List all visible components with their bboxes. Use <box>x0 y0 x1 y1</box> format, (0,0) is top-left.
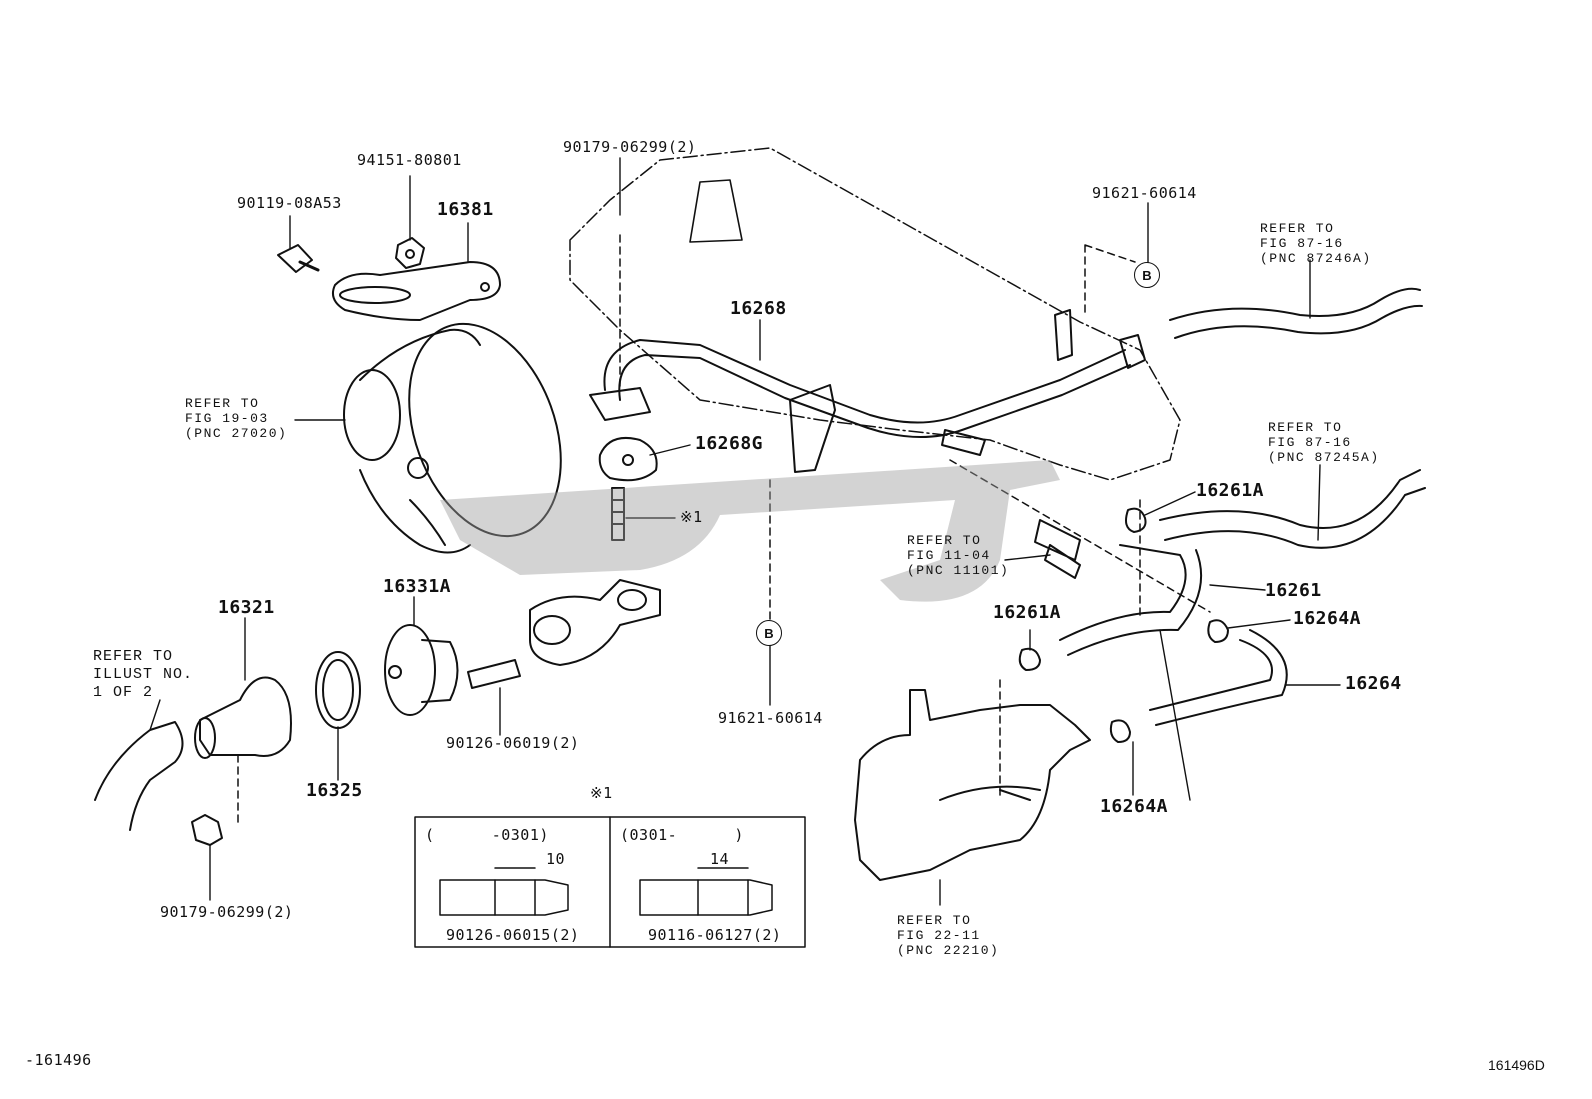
ref-fig-11-04: REFER TO FIG 11-04 (PNC 11101) <box>907 533 1010 578</box>
bolt-90119 <box>277 244 313 273</box>
label-90126-06019: 90126-06019(2) <box>446 734 580 752</box>
intake-post <box>689 179 743 243</box>
clamp-16261a-top <box>1125 507 1147 533</box>
gasket-16268g <box>598 436 658 482</box>
label-16325: 16325 <box>306 780 363 801</box>
nut-90179-bottom <box>191 814 223 846</box>
clamp-16261a-mid <box>1018 647 1041 671</box>
hose-87246a <box>1169 287 1423 339</box>
inset-left-dim: 10 <box>546 850 566 868</box>
label-91621-60614-top: 91621-60614 <box>1092 184 1197 202</box>
marker-b-mid: B <box>756 620 782 646</box>
label-90119-08a53: 90119-08A53 <box>237 194 342 212</box>
label-16331a: 16331A <box>383 576 452 597</box>
engine-outline <box>569 147 1181 481</box>
label-note-marker: ※1 <box>680 508 703 526</box>
inset-left-part: 90126-06015(2) <box>446 926 580 944</box>
inset-right-range: (0301- ) <box>620 826 744 844</box>
label-16264: 16264 <box>1345 673 1402 694</box>
label-91621-60614-mid: 91621-60614 <box>718 709 823 727</box>
outlet-16321 <box>194 676 292 759</box>
footer-left-code: -161496 <box>25 1051 92 1069</box>
hose-16264 <box>1149 629 1288 726</box>
thermostat-16331a <box>384 624 459 716</box>
pipe-stub <box>1034 519 1081 579</box>
throttle-body <box>854 689 1091 881</box>
hose-87245a <box>1159 469 1426 549</box>
inset-stud-left <box>439 867 569 916</box>
alternator-shape <box>343 322 562 554</box>
label-16264a-bottom: 16264A <box>1100 796 1169 817</box>
bracket-16381 <box>332 261 501 321</box>
label-16261: 16261 <box>1265 580 1322 601</box>
label-16268g: 16268G <box>695 433 764 454</box>
label-90179-06299-top: 90179-06299(2) <box>563 138 697 156</box>
watermark-logo <box>440 460 1060 602</box>
ref-fig-87-16-a: REFER TO FIG 87-16 (PNC 87246A) <box>1260 221 1372 266</box>
ref-fig-87-16-b: REFER TO FIG 87-16 (PNC 87245A) <box>1268 420 1380 465</box>
label-16268: 16268 <box>730 298 787 319</box>
hose-left <box>94 721 184 831</box>
ref-fig-19-03: REFER TO FIG 19-03 (PNC 27020) <box>185 396 288 441</box>
water-pipe-16268 <box>589 309 1146 473</box>
label-16321: 16321 <box>218 597 275 618</box>
label-note-marker-inset: ※1 <box>590 784 613 802</box>
hose-16261 <box>1059 544 1203 656</box>
label-16381: 16381 <box>437 199 494 220</box>
inset-right-dim: 14 <box>710 850 730 868</box>
clamp-16264a-bottom <box>1109 719 1131 743</box>
inset-stud-right <box>639 867 773 916</box>
stud <box>611 487 625 541</box>
label-16261a-top: 16261A <box>1196 480 1265 501</box>
nut-94151 <box>395 237 425 269</box>
ref-fig-22-11: REFER TO FIG 22-11 (PNC 22210) <box>897 913 1000 958</box>
label-90179-06299-bottom: 90179-06299(2) <box>160 903 294 921</box>
bracket-slot <box>339 286 411 304</box>
label-94151-80801: 94151-80801 <box>357 151 462 169</box>
clamp-16264a-right <box>1207 619 1229 643</box>
label-16261a-mid: 16261A <box>993 602 1062 623</box>
footer-right-code: 161496D <box>1488 1057 1545 1073</box>
stud-90126-06019 <box>467 659 521 689</box>
inset-right-part: 90116-06127(2) <box>648 926 782 944</box>
inlet-housing <box>529 579 661 666</box>
ref-illust-1-of-2: REFER TO ILLUST NO. 1 OF 2 <box>93 648 194 701</box>
label-16264a-right: 16264A <box>1293 608 1362 629</box>
marker-b-top: B <box>1134 262 1160 288</box>
inset-left-range: ( -0301) <box>425 826 549 844</box>
